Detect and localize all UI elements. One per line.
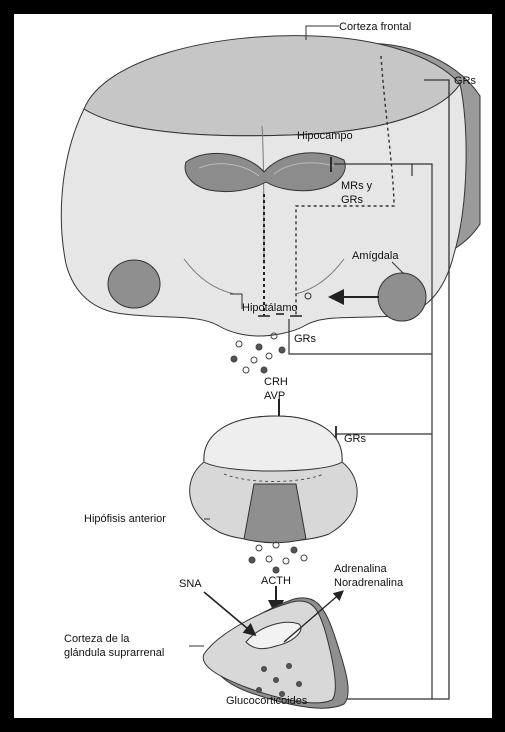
diagram-panel: Corteza frontal GRs Hipocampo MRs y GRs … — [14, 14, 492, 718]
anterior-pituitary — [190, 416, 358, 543]
brain — [61, 36, 480, 336]
label-avp: AVP — [264, 390, 285, 402]
label-mrs-y: MRs y — [341, 180, 373, 192]
hpa-axis-diagram: Corteza frontal GRs Hipocampo MRs y GRs … — [14, 14, 492, 718]
label-sna: SNA — [179, 578, 202, 590]
adrenal-gland — [203, 598, 348, 708]
label-grs-top: GRs — [454, 75, 477, 87]
acth-molecules — [249, 542, 307, 573]
label-corteza-de-la: Corteza de la — [64, 633, 130, 645]
amygdala-right — [378, 273, 426, 321]
label-hipofisis-anterior: Hipófisis anterior — [84, 513, 166, 525]
pituitary-stalk — [244, 484, 306, 543]
label-glandula-suprarrenal: glándula suprarrenal — [64, 647, 164, 659]
label-crh: CRH — [264, 376, 288, 388]
label-corteza-frontal: Corteza frontal — [339, 21, 411, 33]
label-grs-hipofisis: GRs — [344, 433, 367, 445]
amygdala-left — [108, 260, 160, 308]
label-noradrenalina: Noradrenalina — [334, 577, 404, 589]
label-hipotalamo: Hipotálamo — [242, 302, 298, 314]
label-adrenalina: Adrenalina — [334, 563, 387, 575]
label-grs-mrs: GRs — [341, 194, 364, 206]
label-acth: ACTH — [261, 575, 291, 587]
label-grs-hipotalamo: GRs — [294, 333, 317, 345]
crh-avp-molecules — [231, 333, 285, 373]
label-hipocampo: Hipocampo — [297, 130, 353, 142]
label-amigdala: Amígdala — [352, 250, 399, 262]
label-glucocorticoides: Glucocorticoides — [226, 695, 308, 707]
